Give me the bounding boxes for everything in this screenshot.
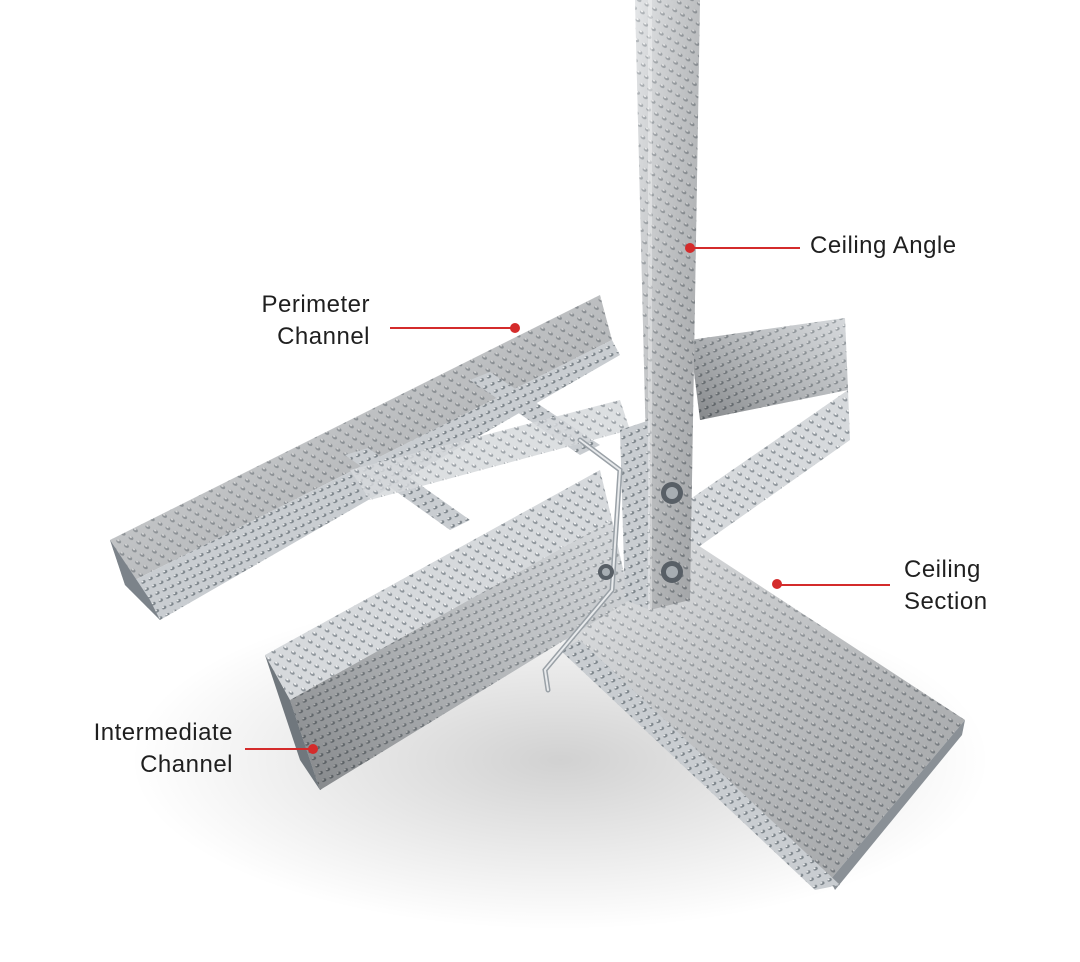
intermediate-channel-label-line2: Channel bbox=[140, 751, 233, 778]
ceiling-section-member bbox=[560, 318, 965, 890]
cross-bars bbox=[345, 372, 630, 530]
intermediate-channel-marker bbox=[308, 744, 318, 754]
perimeter-channel-marker bbox=[510, 323, 520, 333]
perimeter-channel-label-line2: Channel bbox=[277, 323, 370, 350]
perimeter-channel-label-line1: Perimeter bbox=[261, 291, 370, 318]
perimeter-channel-label: Perimeter Channel bbox=[200, 289, 370, 353]
ceiling-section-label-line1: Ceiling bbox=[904, 556, 981, 583]
ceiling-angle-marker bbox=[685, 243, 695, 253]
intermediate-channel-label-line1: Intermediate bbox=[93, 719, 233, 746]
ceiling-section-marker bbox=[772, 579, 782, 589]
ceiling-angle-label: Ceiling Angle bbox=[810, 230, 957, 262]
ceiling-angle-label-line1: Ceiling Angle bbox=[810, 232, 957, 259]
perimeter-channel-leader bbox=[390, 327, 515, 329]
ceiling-section-label-line2: Section bbox=[904, 588, 988, 615]
ceiling-section-leader bbox=[778, 584, 890, 586]
hanger-clip bbox=[542, 437, 623, 693]
intermediate-channel-member bbox=[265, 470, 630, 790]
ceiling-angle-leader bbox=[690, 247, 800, 249]
ceiling-angle-member bbox=[620, 0, 700, 610]
intermediate-channel-label: Intermediate Channel bbox=[30, 717, 233, 781]
ceiling-section-label: Ceiling Section bbox=[904, 554, 988, 618]
intermediate-channel-leader bbox=[245, 748, 313, 750]
fastener-bolts bbox=[598, 482, 683, 583]
